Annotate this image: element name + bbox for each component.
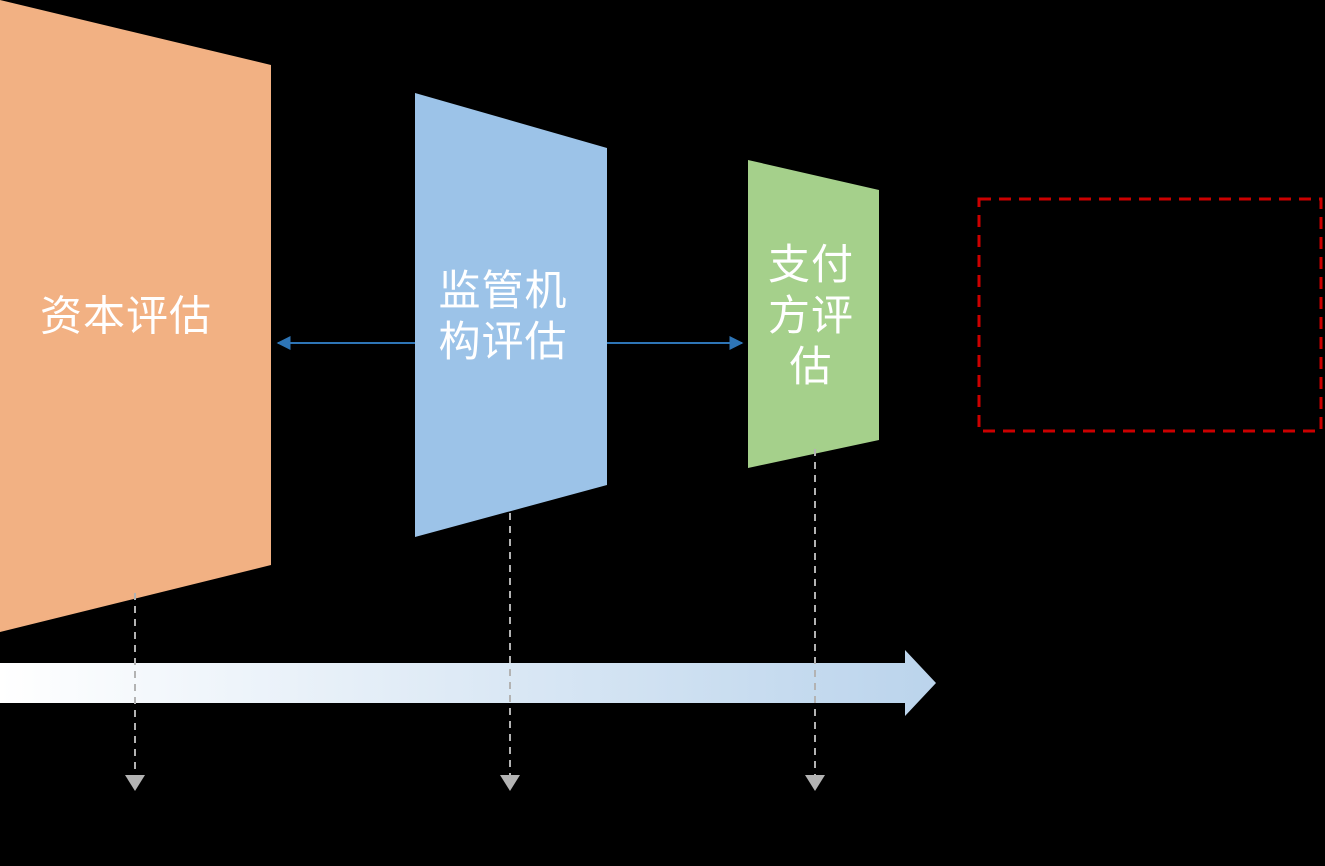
drop-line-capital bbox=[125, 593, 145, 791]
timeline-arrow bbox=[0, 650, 936, 716]
highlight-box[interactable] bbox=[977, 197, 1323, 433]
stage-shape-payer-assessment[interactable] bbox=[748, 160, 879, 468]
stage-shape-regulator-assessment[interactable] bbox=[415, 93, 607, 537]
drop-line-regulator bbox=[500, 513, 520, 791]
stage-shape-capital-assessment[interactable] bbox=[0, 0, 271, 632]
drop-line-payer bbox=[805, 449, 825, 791]
